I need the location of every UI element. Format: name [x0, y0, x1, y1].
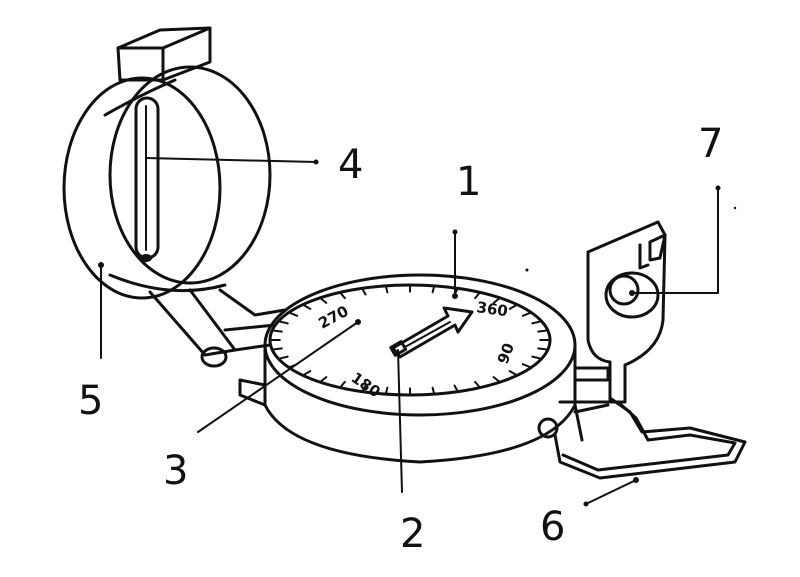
dial-tick [492, 296, 501, 304]
dial-tick [384, 284, 389, 294]
base-rails [558, 366, 610, 414]
dial-tick [474, 291, 481, 300]
compass-housing [238, 273, 577, 464]
dial-tick [531, 355, 543, 360]
dial-tick [431, 386, 436, 396]
callout-6: 6 [540, 504, 565, 550]
rear-sight [586, 220, 667, 404]
dial-tick [277, 355, 289, 360]
dial-tick [339, 291, 346, 300]
sighting-wire-slot [134, 96, 160, 262]
dial-label-180: 180 [348, 369, 384, 402]
dial-tick [319, 376, 328, 384]
dial-tick [271, 329, 283, 333]
dial-tick [271, 347, 283, 351]
dial-tick [301, 303, 312, 310]
dial-tick [277, 320, 289, 325]
dial-tick [474, 380, 481, 389]
callout-7: 7 [698, 121, 723, 167]
dial-label-270: 270 [315, 302, 351, 333]
speck [733, 206, 737, 210]
dial-tick [537, 347, 549, 351]
dial-label-360: 360 [475, 298, 509, 320]
thumb-loop [537, 396, 747, 480]
magnetic-arrow [389, 306, 474, 359]
dial-tick [521, 363, 533, 369]
dial-tick [508, 370, 519, 377]
dial-label-90: 90 [494, 341, 518, 367]
dial-tick [384, 386, 389, 396]
speck [525, 268, 529, 272]
dial-tick [521, 311, 533, 317]
dial-tick [301, 370, 312, 377]
callout-1: 1 [456, 159, 481, 205]
callout-3: 3 [163, 448, 188, 494]
callout-labels: 1 2 3 4 5 6 7 [78, 121, 723, 557]
compass-cover [62, 26, 272, 300]
dial-tick [319, 296, 328, 304]
dial-tick [537, 329, 549, 333]
callout-2: 2 [400, 511, 425, 557]
dial-tick [492, 376, 501, 384]
dial-tick [287, 311, 299, 317]
callout-4: 4 [338, 142, 363, 188]
dial-ticks [269, 284, 551, 396]
dial-tick [531, 320, 543, 325]
dial-tick [361, 384, 367, 393]
leader-lines [98, 157, 721, 507]
dial-tick [453, 384, 459, 393]
dial-tick [431, 284, 436, 294]
dial-tick [339, 380, 346, 389]
dial-tick [361, 287, 367, 296]
callout-5: 5 [78, 378, 103, 424]
dial-tick [508, 303, 519, 310]
